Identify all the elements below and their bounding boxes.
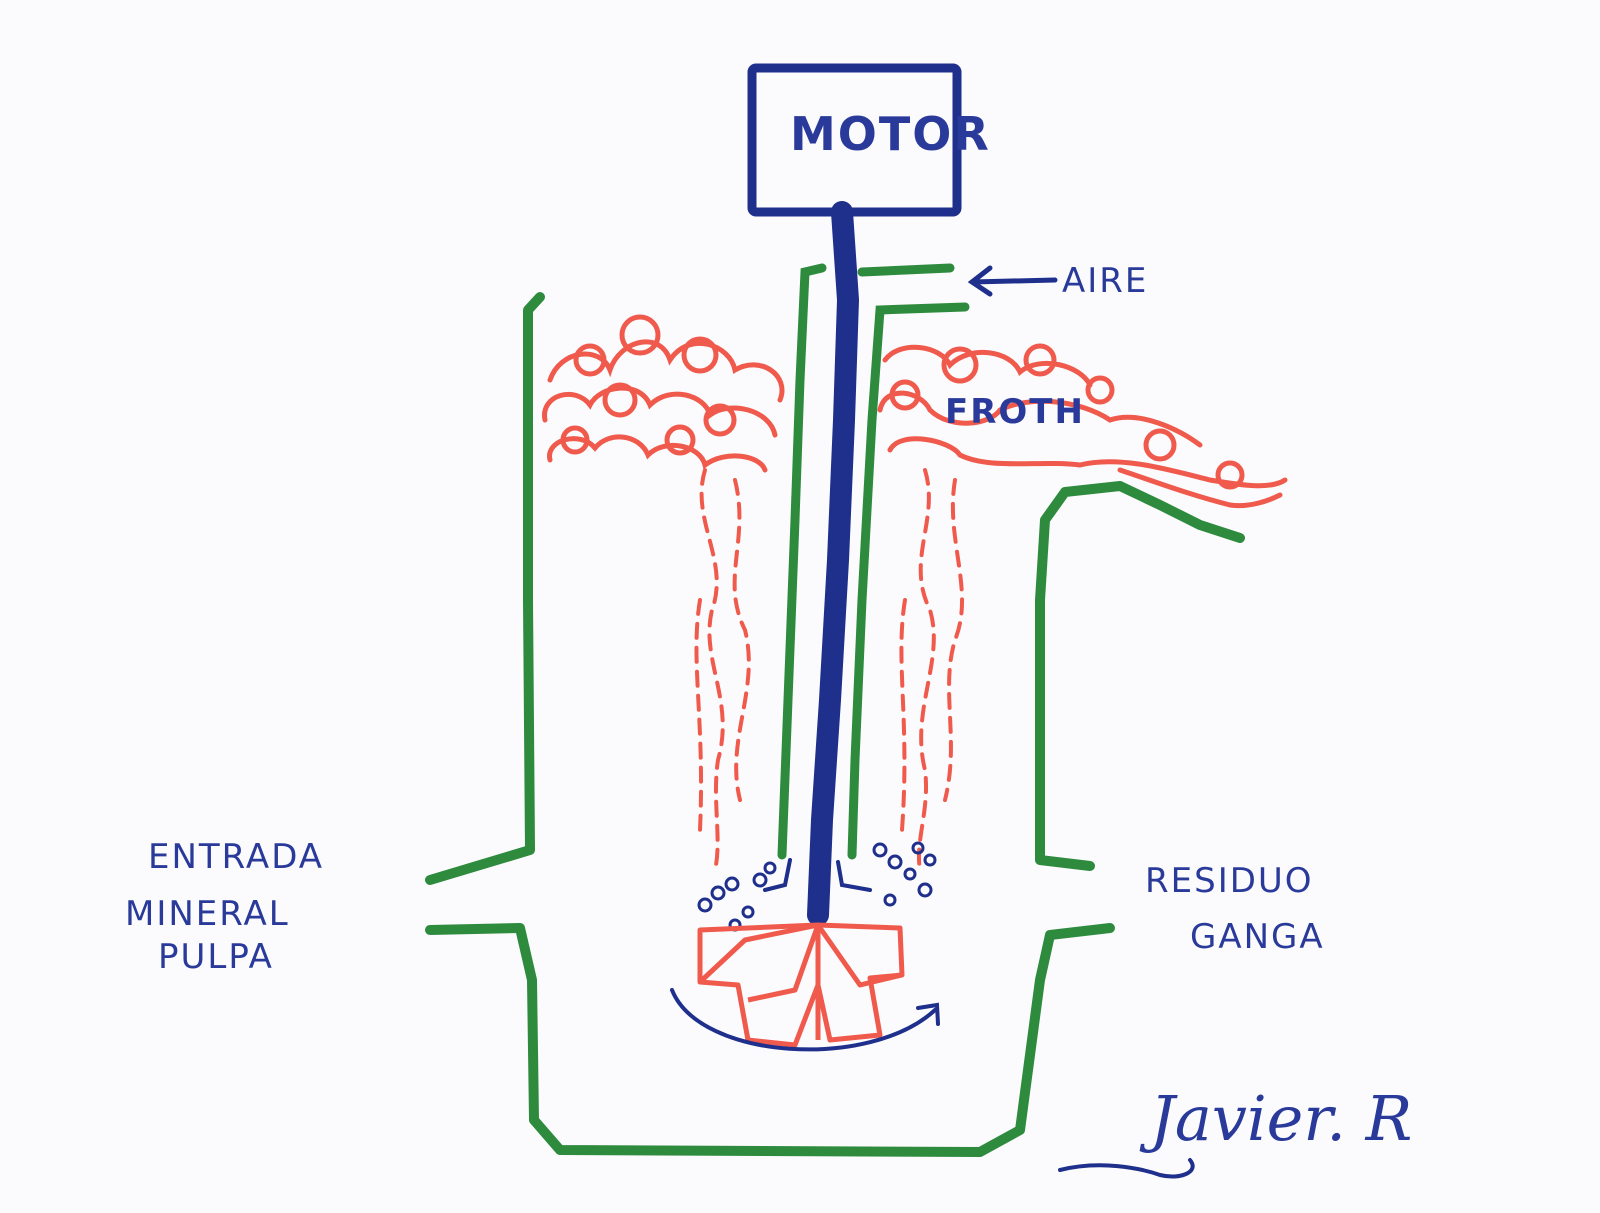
air-pipe-left-wall [777,263,827,860]
froth-right [877,343,1288,509]
outlet-label-line2: GANGA [1190,917,1325,957]
signature-underline [1058,1158,1195,1179]
tank-left-upper-wall [425,292,545,885]
inlet-label-line3: PULPA [158,937,274,977]
tank-bottom-wall [425,923,1115,1157]
motor-label: MOTOR [790,107,991,161]
bubble-stream-left [694,468,751,872]
inlet-label-line1: ENTRADA [148,837,324,877]
drive-shaft [807,201,860,926]
outlet-label-line1: RESIDUO [1145,861,1314,901]
small-bubbles [697,841,937,932]
air-pipe-top-right [857,263,955,277]
tank-right-upper-wall [1035,481,1245,871]
air-pipe-right-wall [847,302,970,860]
signature: Javier. R [1139,1082,1412,1155]
air-arrow [967,265,1058,297]
air-outlet-arrows [763,858,872,892]
impeller [697,922,905,1048]
froth-left [542,314,785,473]
rotation-arrow [670,988,940,1052]
bubble-stream-right [899,468,964,872]
inlet-label-line2: MINERAL [125,894,290,934]
froth-label: FROTH [945,392,1085,432]
motor-box [747,63,962,217]
air-label: AIRE [1062,261,1148,301]
